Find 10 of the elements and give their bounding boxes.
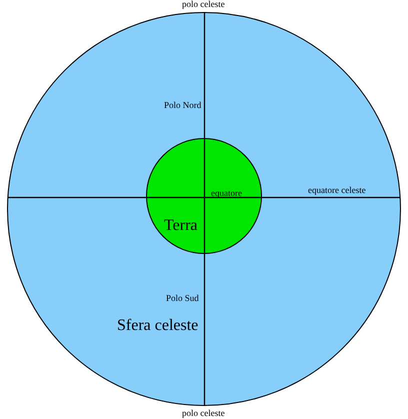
earth-circle	[146, 138, 262, 254]
equator-label: equatore celeste	[308, 186, 366, 195]
pole-label: Polo Sud	[166, 294, 199, 303]
sphere-label: Sfera celeste	[117, 318, 198, 334]
pole-label: polo celeste	[182, 409, 225, 418]
equator-label: equatore	[211, 189, 242, 198]
pole-label: Polo Nord	[164, 101, 202, 110]
earth-label: Terra	[164, 218, 198, 234]
pole-label: polo celeste	[182, 0, 225, 9]
celestial-sphere-circle	[7, 12, 401, 406]
